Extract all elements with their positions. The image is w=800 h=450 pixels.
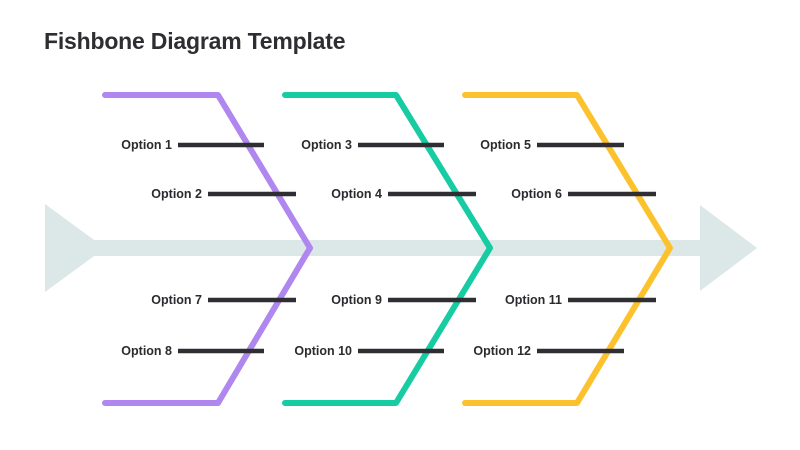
option-label[interactable]: Option 6 [511, 187, 562, 201]
fishbone-spine [45, 204, 757, 292]
spine-bar [75, 240, 714, 256]
option-label[interactable]: Option 4 [331, 187, 382, 201]
branch-teal[interactable] [282, 92, 493, 406]
page-title: Fishbone Diagram Template [44, 28, 346, 54]
branch-group [102, 92, 673, 406]
option-label[interactable]: Option 5 [480, 138, 531, 152]
option-label[interactable]: Option 10 [294, 344, 352, 358]
connector-line-group [178, 142, 656, 354]
spine-arrowhead-icon [700, 205, 757, 291]
option-label[interactable]: Option 7 [151, 293, 202, 307]
option-label[interactable]: Option 8 [121, 344, 172, 358]
option-label[interactable]: Option 11 [505, 293, 562, 307]
option-label[interactable]: Option 9 [331, 293, 382, 307]
option-label[interactable]: Option 12 [473, 344, 531, 358]
branch-yellow[interactable] [462, 92, 673, 406]
option-label[interactable]: Option 3 [301, 138, 352, 152]
option-label[interactable]: Option 1 [121, 138, 172, 152]
spine-tail-icon [45, 204, 105, 292]
branch-purple[interactable] [102, 92, 313, 406]
option-label[interactable]: Option 2 [151, 187, 202, 201]
